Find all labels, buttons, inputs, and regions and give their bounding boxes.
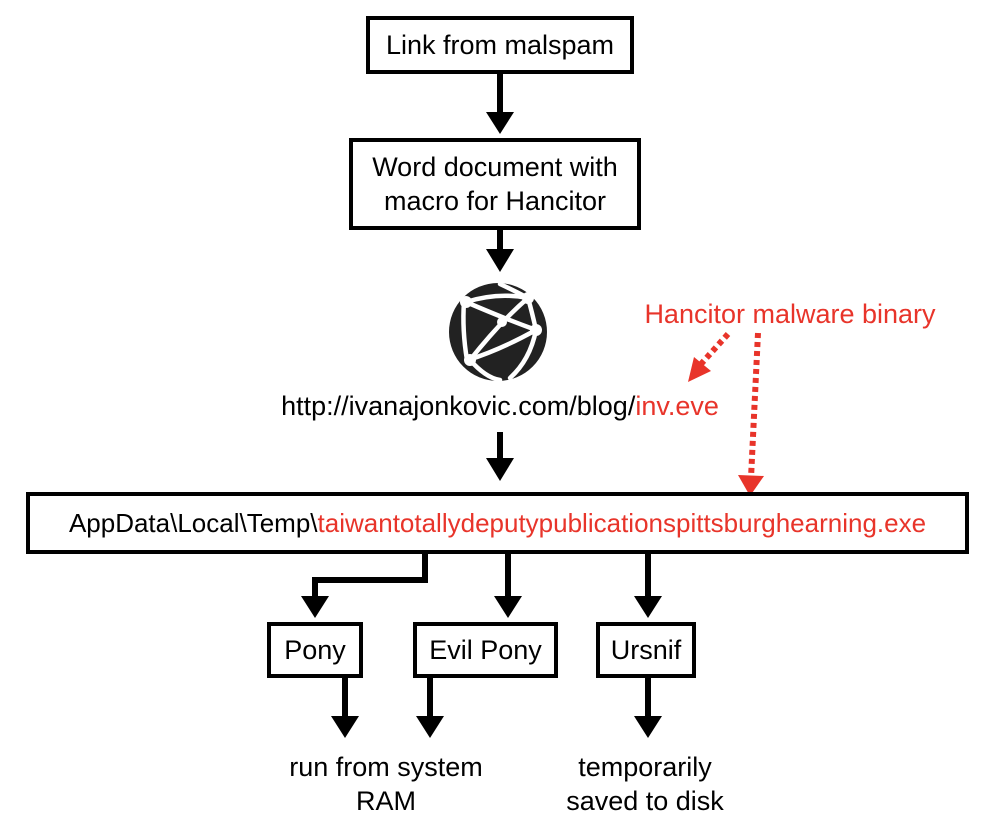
evil-pony-box: Evil Pony: [413, 622, 558, 678]
malspam-link-box: Link from malspam: [366, 16, 634, 74]
url-prefix: http://ivanajonkovic.com/blog/: [281, 391, 636, 421]
globe-network-icon: [449, 281, 547, 383]
arrow-pony-to-ram: [331, 678, 359, 738]
evil-pony-label: Evil Pony: [429, 635, 542, 665]
word-document-label: Word document with macro for Hancitor: [372, 152, 618, 216]
arrow-temp-to-pony: [301, 554, 428, 618]
download-url: http://ivanajonkovic.com/blog/inv.eve: [240, 389, 760, 423]
temp-path-prefix: AppData\Local\Temp\: [68, 508, 318, 538]
arrow-link-to-word: [486, 74, 514, 134]
arrow-temp-to-evil-pony: [494, 554, 522, 618]
temp-filename: taiwantotallydeputypublicationspittsburg…: [317, 508, 927, 538]
hancitor-annotation: Hancitor malware binary: [644, 299, 936, 329]
ursnif-label: Ursnif: [610, 635, 682, 665]
disk-note: temporarily saved to disk: [566, 752, 724, 816]
annotation-arrow-to-url: [688, 331, 731, 382]
arrow-evil-pony-to-ram: [416, 678, 444, 738]
annotation-arrow-to-temp: [738, 332, 764, 496]
temp-path-box: AppData\Local\Temp\taiwantotallydeputypu…: [26, 492, 969, 554]
pony-label: Pony: [284, 635, 346, 665]
arrow-word-to-globe: [486, 230, 514, 272]
malspam-link-label: Link from malspam: [385, 30, 615, 60]
word-document-box: Word document with macro for Hancitor: [349, 138, 641, 230]
ram-note: run from system RAM: [289, 752, 483, 816]
pony-box: Pony: [267, 622, 363, 678]
arrow-temp-to-ursnif: [634, 554, 662, 618]
ursnif-box: Ursnif: [596, 622, 696, 678]
url-filename: inv.eve: [635, 391, 719, 421]
arrow-ursnif-to-disk: [634, 678, 662, 738]
arrow-url-to-temp: [486, 432, 514, 481]
